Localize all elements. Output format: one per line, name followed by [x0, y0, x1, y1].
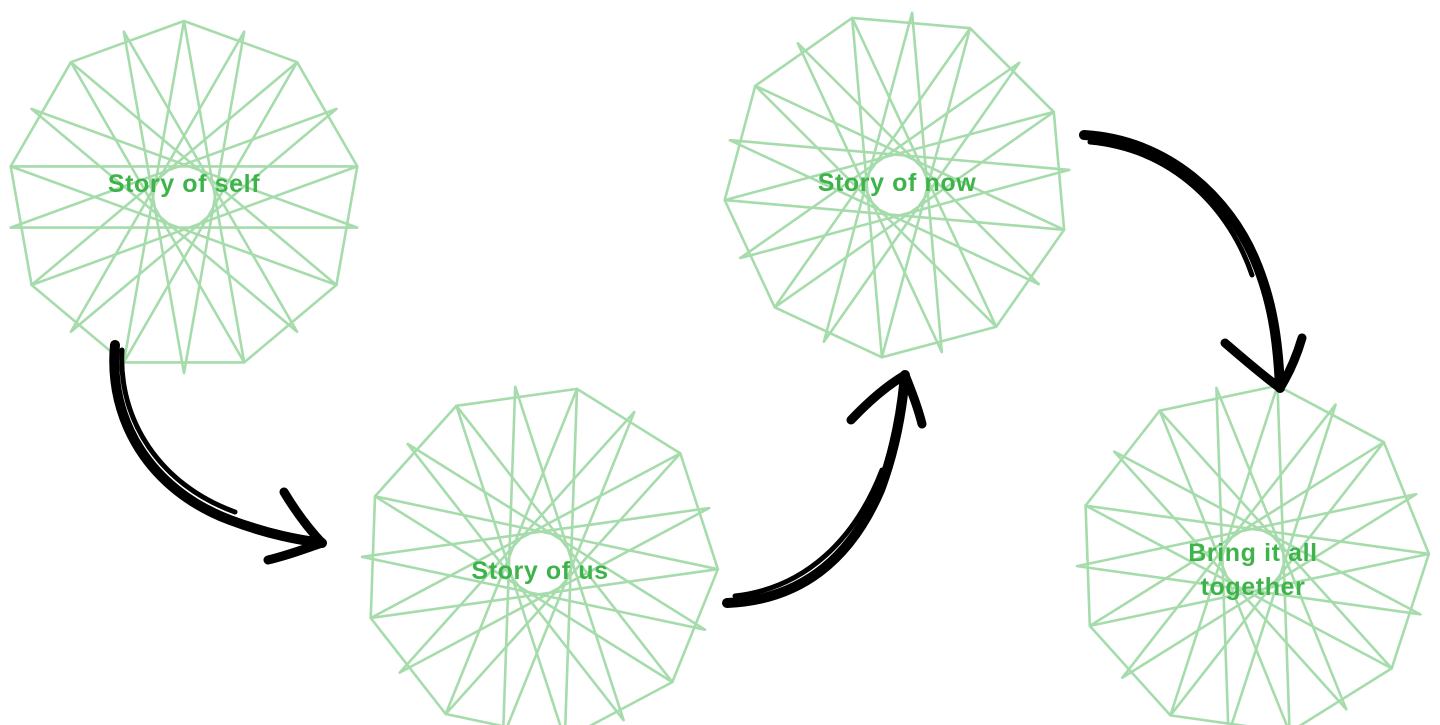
arrow-head [268, 492, 322, 560]
arrow-shaft [727, 375, 905, 603]
arrow-shaft [1084, 135, 1280, 388]
frame-star-line [11, 32, 358, 373]
arrow-now-to-together [1084, 135, 1302, 388]
node-label-together: Bring it all together [1188, 536, 1317, 604]
arrow-self-to-us [114, 345, 322, 560]
node-label-together-line2: together [1188, 570, 1317, 604]
node-label-self: Story of self [108, 167, 260, 201]
arrow-head [851, 375, 922, 424]
arrow-head [1225, 338, 1302, 388]
node-label-now: Story of now [818, 166, 977, 200]
node-label-together-line1: Bring it all [1188, 536, 1317, 570]
arrow-us-to-now [727, 375, 922, 603]
node-label-us: Story of us [471, 554, 608, 588]
